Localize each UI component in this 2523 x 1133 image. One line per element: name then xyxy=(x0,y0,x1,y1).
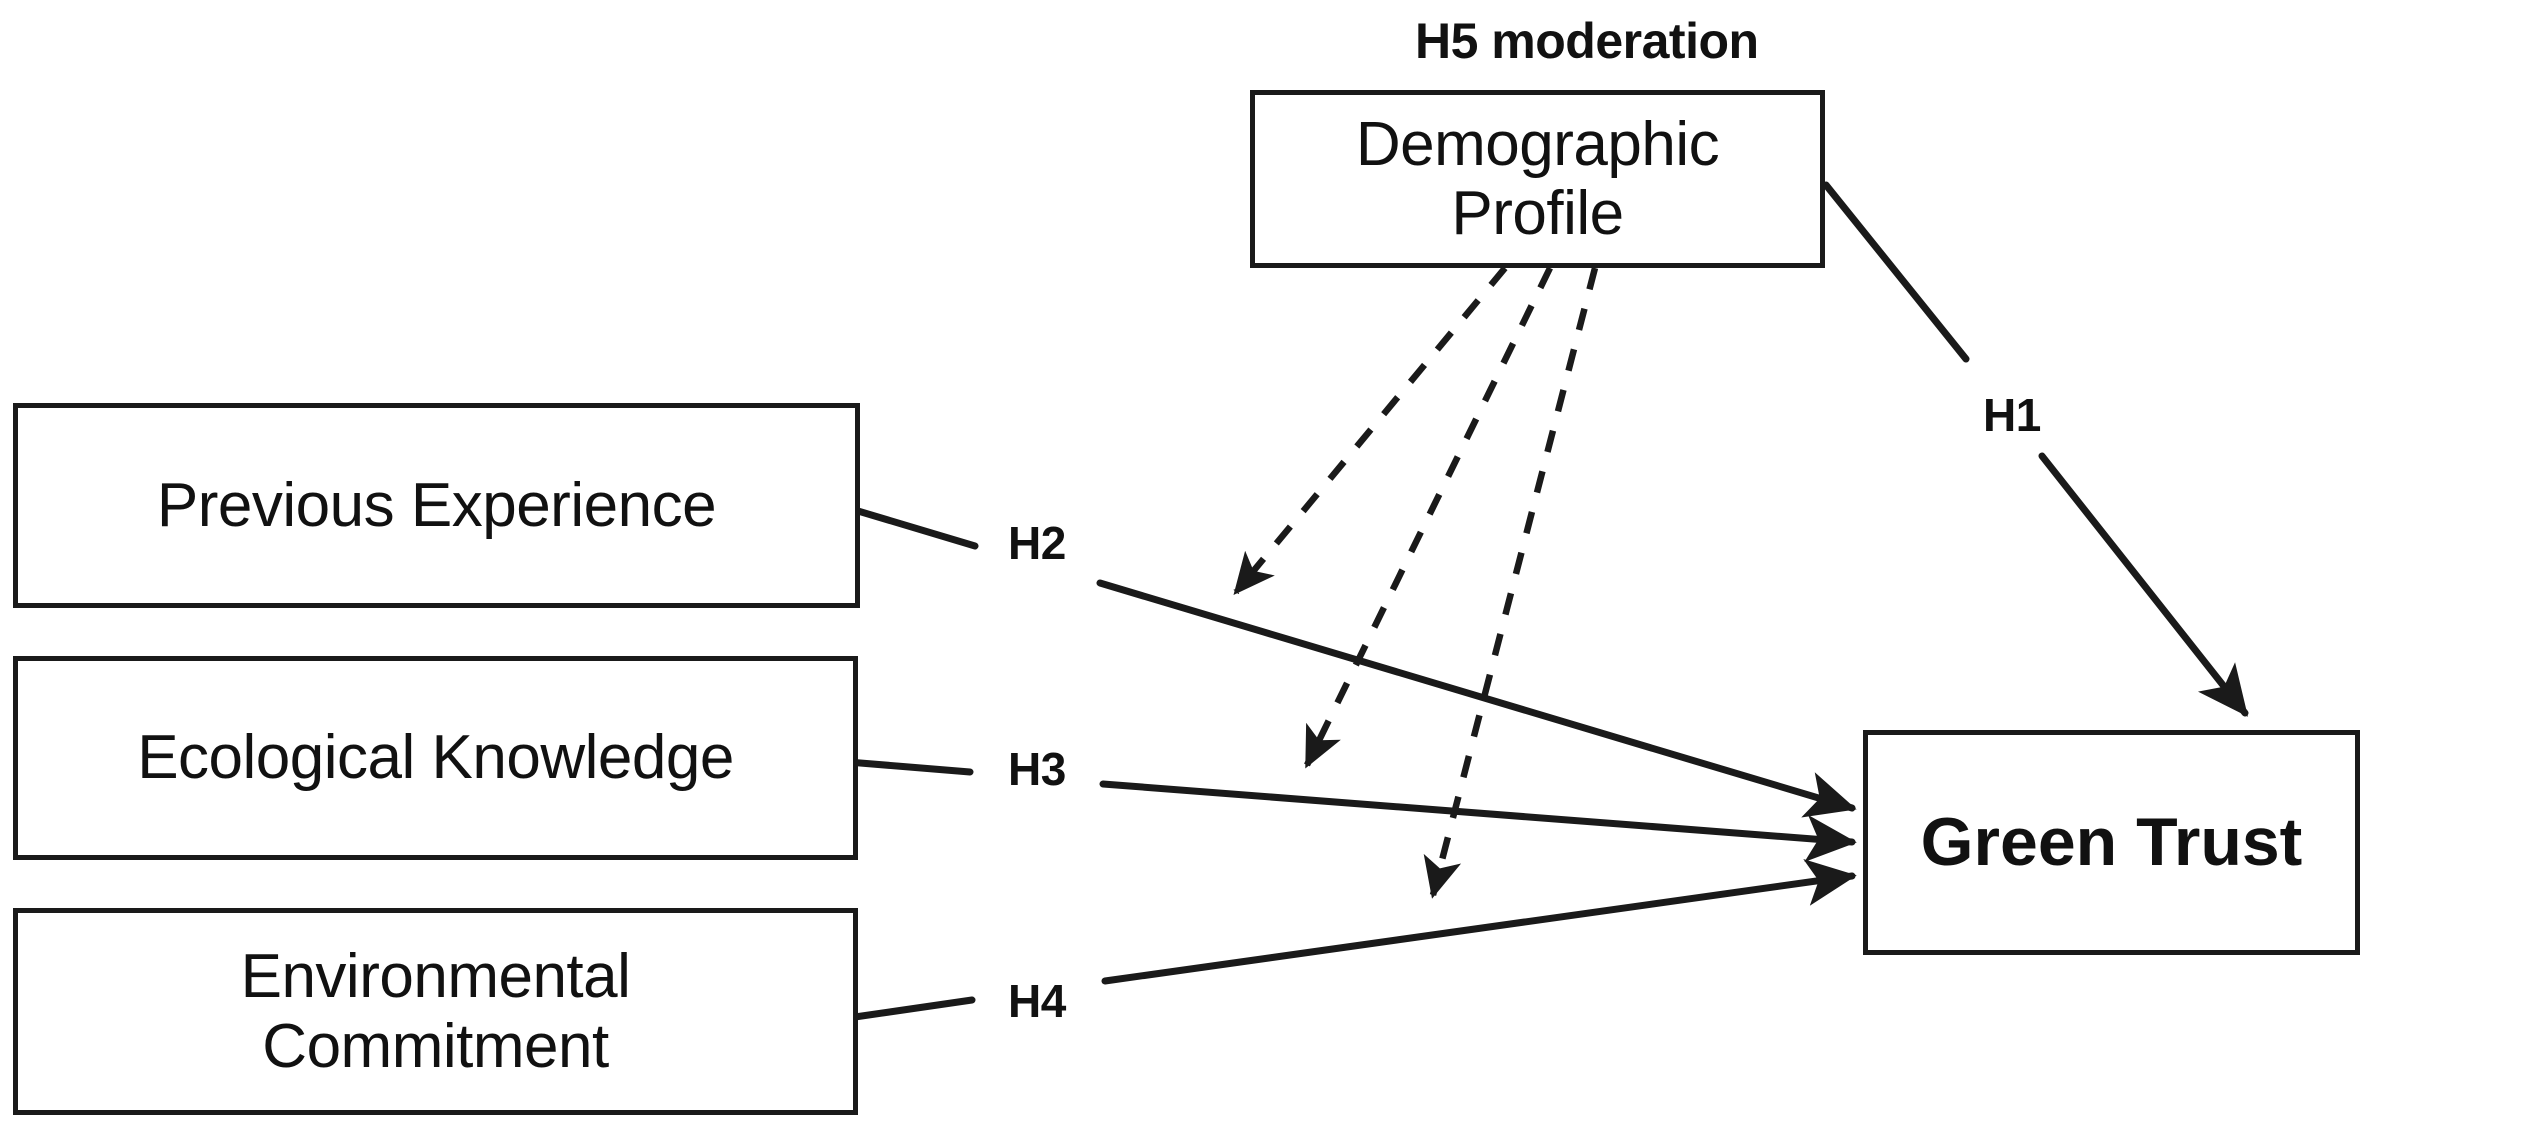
edge-h2 xyxy=(844,504,1857,818)
edge-label-h2: H2 xyxy=(1008,517,1066,569)
node-environmental-commitment-label: Environmental Commitment xyxy=(240,942,631,1081)
node-demographic-profile[interactable]: Demographic Profile xyxy=(1250,90,1825,268)
h5-moderation-caption: H5 moderation xyxy=(1415,13,1759,69)
edge-h2-segment-left xyxy=(844,504,979,550)
edge-h2-segment-right xyxy=(1096,579,1857,818)
edge-h5-moderation-to-h4 xyxy=(1423,267,1599,899)
edge-label-h3: H3 xyxy=(1008,743,1066,795)
node-demographic-profile-label: Demographic Profile xyxy=(1355,109,1720,248)
edge-h4-segment-right xyxy=(1101,858,1857,985)
edge-label-h1: H1 xyxy=(1983,389,2041,441)
node-ecological-knowledge[interactable]: Ecological Knowledge xyxy=(13,656,858,860)
edge-h4 xyxy=(844,858,1857,1022)
edge-h3-segment-left xyxy=(844,758,974,776)
edge-h3 xyxy=(844,758,1857,863)
edge-label-h4: H4 xyxy=(1008,975,1066,1027)
node-environmental-commitment[interactable]: Environmental Commitment xyxy=(13,908,858,1115)
node-ecological-knowledge-label: Ecological Knowledge xyxy=(137,723,734,793)
edge-h1 xyxy=(1822,181,2249,717)
node-green-trust[interactable]: Green Trust xyxy=(1863,730,2360,955)
node-previous-experience-label: Previous Experience xyxy=(156,470,717,540)
edge-h3-segment-right xyxy=(1099,780,1857,863)
node-green-trust-label: Green Trust xyxy=(1920,804,2303,881)
edge-h1-segment-lower xyxy=(2038,452,2249,717)
edge-h5-moderation-to-h3 xyxy=(1304,266,1553,769)
edge-h5-moderation-to-h2 xyxy=(1233,265,1508,596)
edge-h5-moderation-group xyxy=(1233,265,1599,899)
node-previous-experience[interactable]: Previous Experience xyxy=(13,403,860,608)
edge-h1-segment-upper xyxy=(1822,181,1970,363)
edge-h4-segment-left xyxy=(844,996,976,1022)
